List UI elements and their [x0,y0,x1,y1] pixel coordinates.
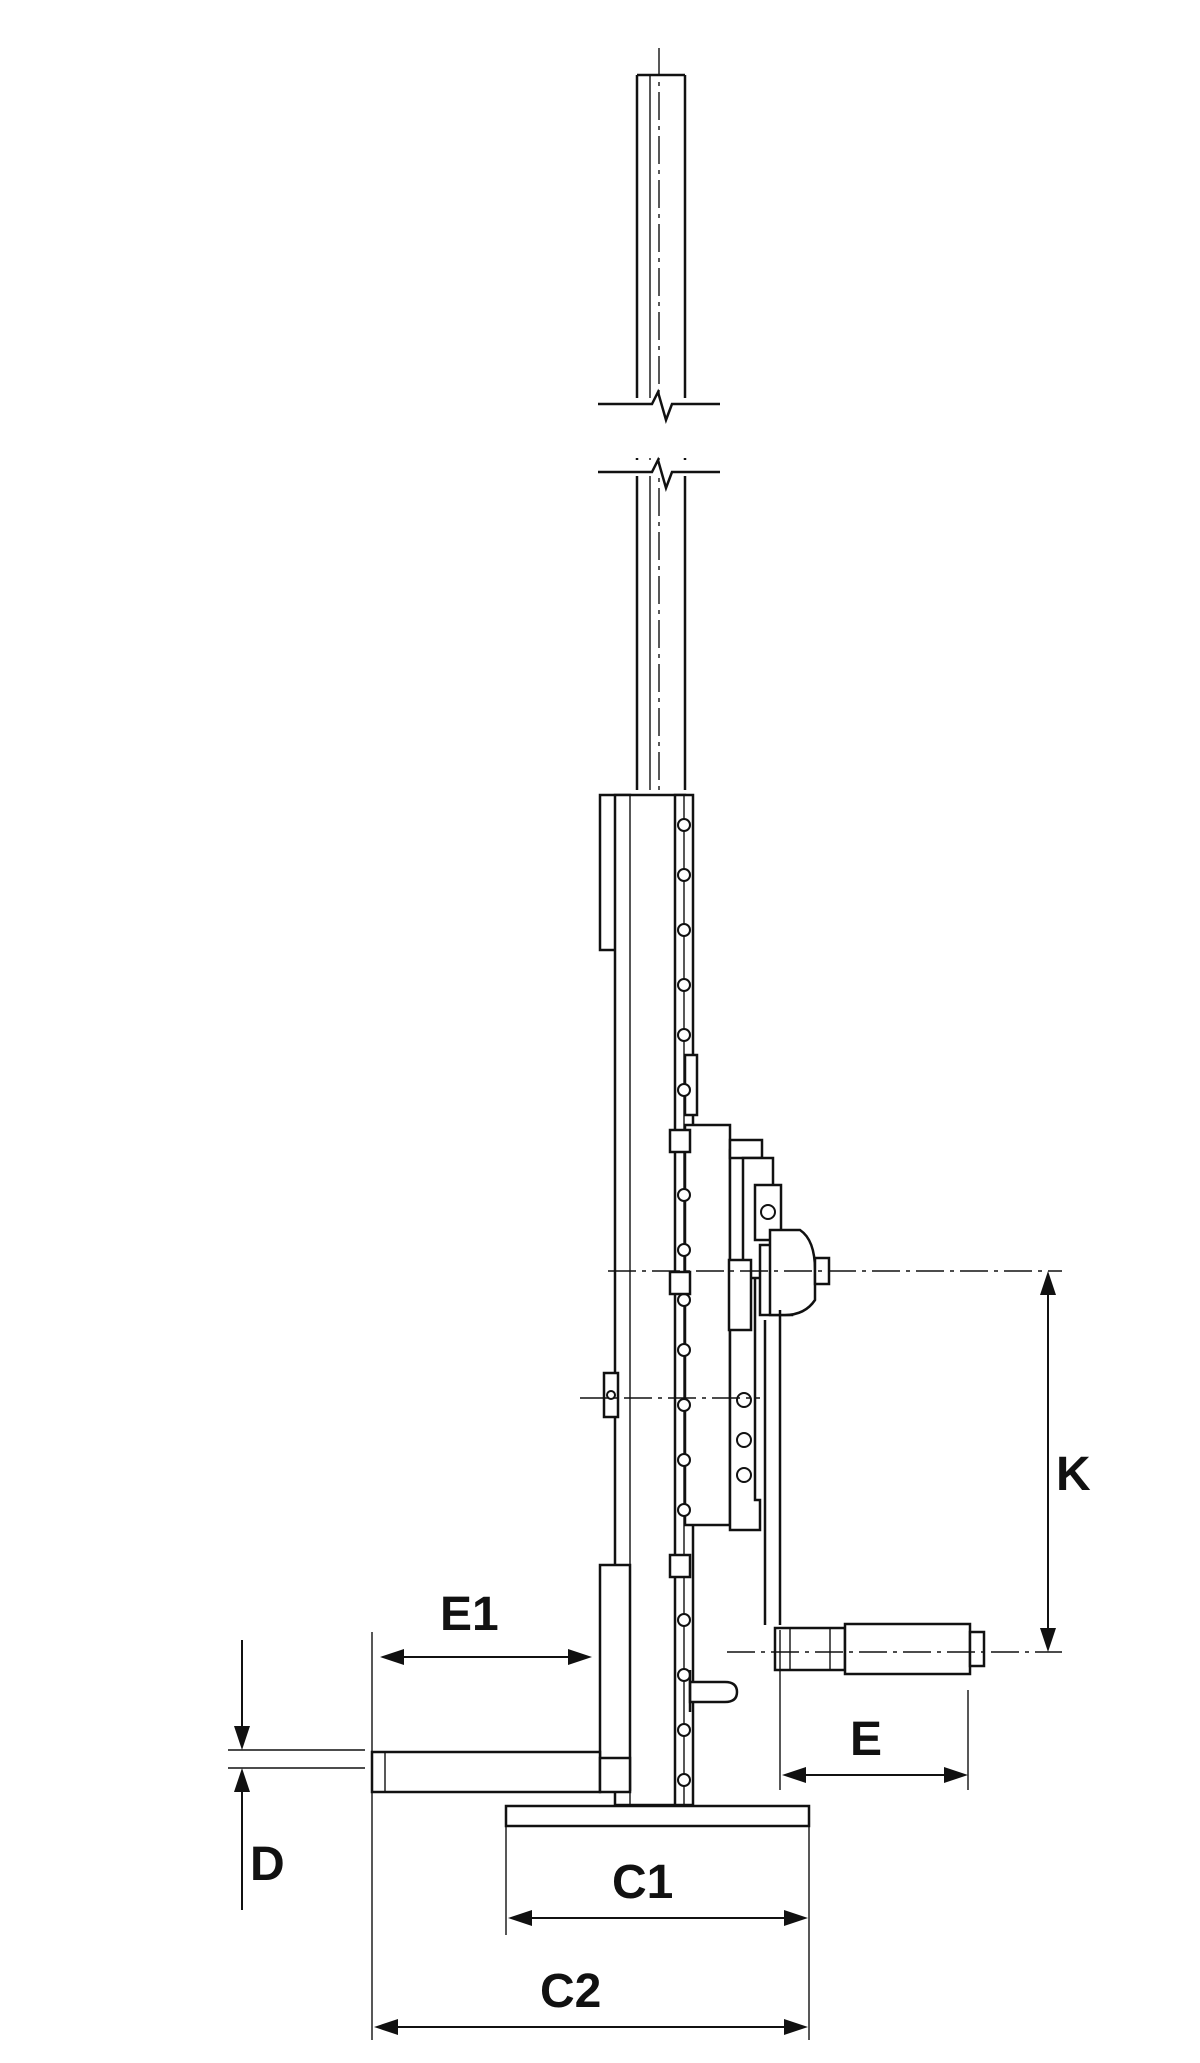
label-e: E [850,1713,882,1766]
dimension-e: E [779,1630,969,1790]
dimension-e1: E1 [371,1588,592,1752]
label-e1: E1 [440,1588,499,1641]
dimension-k: K [1040,1271,1091,1652]
side-lever [688,1670,739,1712]
dimension-d: D [228,1640,365,1910]
label-c2: C2 [540,1965,601,2018]
label-k: K [1056,1448,1091,1501]
break-line-upper [598,388,720,458]
label-c1: C1 [612,1856,673,1909]
toe-foot [370,1750,632,1794]
dimension-c1: C1 [505,1826,810,2040]
break-line-lower [598,456,720,492]
dimension-c2: C2 [371,1792,808,2040]
base-plate [504,1804,811,1828]
center-lines [580,1270,1062,1653]
jack-housing [598,793,762,1807]
label-d: D [250,1838,285,1891]
crank-handle [763,1310,986,1676]
gearbox [602,1128,831,1579]
rack-pins [677,818,691,1787]
